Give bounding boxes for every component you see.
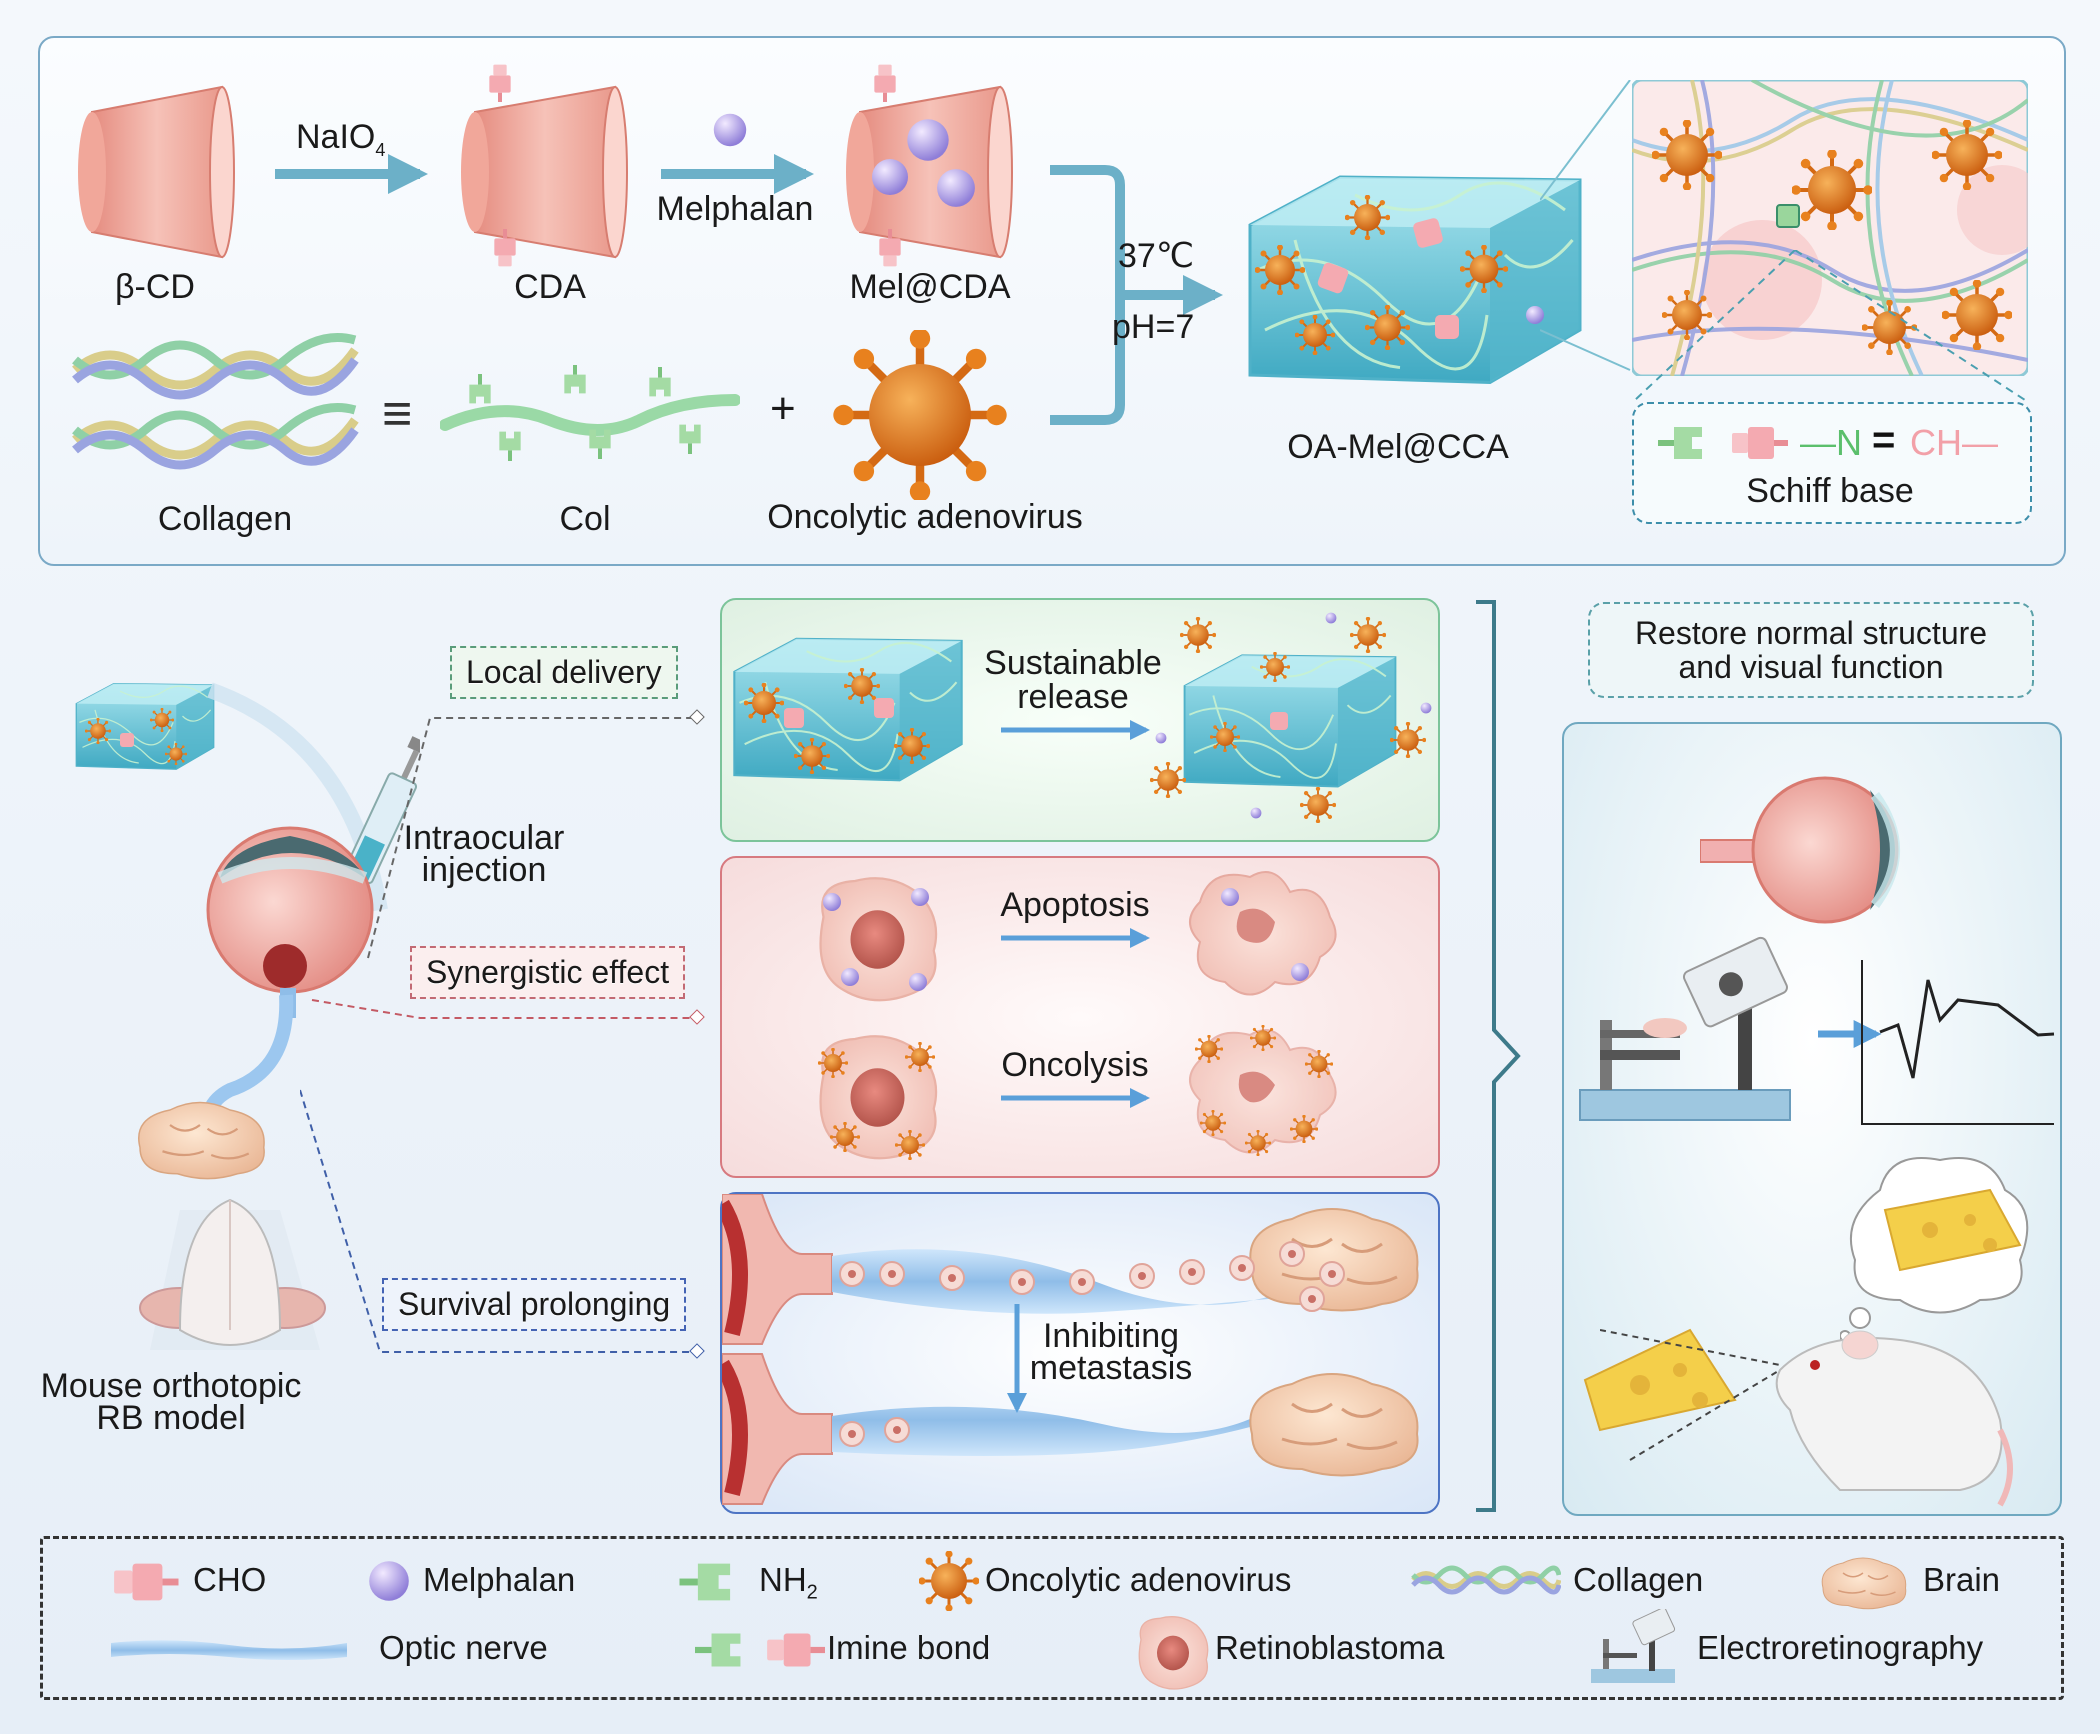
healthy-eye-icon xyxy=(1700,776,1900,924)
oncolytic-adenovirus-icon xyxy=(830,330,1020,500)
local-delivery-label: Local delivery xyxy=(450,646,678,699)
plus-sign: + xyxy=(770,384,796,433)
mouse-model-illustration xyxy=(137,994,326,1350)
small-hydrogel-icon xyxy=(75,682,215,770)
legend: CHO Melphalan NH2 Oncolytic adenovirus C… xyxy=(40,1536,2064,1700)
legend-retinoblastoma-icon xyxy=(1138,1616,1209,1690)
beta-cd-cup-icon xyxy=(78,85,235,259)
apoptosis-arrow xyxy=(1001,928,1150,948)
zoom-guide-lines xyxy=(1540,80,1631,371)
tumor-cell-melphalan-icon xyxy=(819,877,938,1002)
legend-virus-icon xyxy=(919,1551,979,1611)
equivalence-sign: ≡ xyxy=(382,385,413,443)
legend-collagen-label: Collagen xyxy=(1573,1561,1704,1598)
legend-retinoblastoma-label: Retinoblastoma xyxy=(1215,1629,1445,1666)
oa-mel-cca-hydrogel-icon xyxy=(1248,175,1582,384)
apoptosis-label: Apoptosis xyxy=(1000,886,1150,924)
naio4-arrow xyxy=(275,154,428,194)
legend-nh2-icon xyxy=(679,1563,731,1601)
schiff-zoom-lines xyxy=(1634,250,2026,401)
collagen-helix-icon xyxy=(72,333,359,470)
rat-looking-at-cheese xyxy=(1600,1329,2013,1507)
cheese-icon xyxy=(1583,1328,1737,1432)
schiff-ch: CH— xyxy=(1910,422,1998,463)
schiff-double-bond: = xyxy=(1872,418,1896,462)
tumor-cell-virus-icon xyxy=(818,1035,938,1160)
hydrogel-releasing-icon xyxy=(1150,612,1432,823)
legend-erg-icon xyxy=(1591,1609,1676,1683)
legend-melphalan-label: Melphalan xyxy=(423,1561,576,1598)
mel-cda-label: Mel@CDA xyxy=(849,268,1011,306)
melphalan-molecule-icon xyxy=(713,113,747,147)
melphalan-arrow xyxy=(661,154,814,194)
mel-cda-cup-icon xyxy=(846,64,1013,267)
legend-melphalan-icon xyxy=(369,1561,409,1601)
legend-oncolytic-label: Oncolytic adenovirus xyxy=(985,1561,1292,1598)
beta-cd-label: β-CD xyxy=(115,268,195,306)
oa-mel-cca-label: OA-Mel@CCA xyxy=(1287,428,1509,466)
col-chain-icon xyxy=(440,365,740,461)
erg-waveform-chart xyxy=(1861,960,2055,1125)
cda-label: CDA xyxy=(514,268,586,306)
connector-lines xyxy=(300,709,705,1359)
release-arrow xyxy=(1001,720,1150,740)
legend-optic-nerve-icon xyxy=(111,1640,347,1660)
legend-nh2-label: NH2 xyxy=(759,1561,818,1604)
oncolysed-cell-icon xyxy=(1189,1025,1337,1156)
melphalan-label: Melphalan xyxy=(656,190,814,228)
schiff-base-label: Schiff base xyxy=(1746,472,1914,510)
naio4-label: NaIO4 xyxy=(296,118,386,160)
legend-brain-label: Brain xyxy=(1923,1561,2001,1598)
schiff-base-box xyxy=(1632,402,2032,524)
outcome-bracket xyxy=(1476,600,1521,1512)
thought-bubble-cheese xyxy=(1840,1157,2029,1340)
legend-cho-icon xyxy=(114,1563,179,1601)
oncolytic-adenovirus-label: Oncolytic adenovirus xyxy=(767,498,1083,536)
legend-cho-label: CHO xyxy=(193,1561,267,1598)
oncolysis-arrow xyxy=(1001,1088,1150,1108)
oncolysis-label: Oncolysis xyxy=(1001,1046,1149,1084)
erg-arrow xyxy=(1818,1020,1882,1048)
col-label: Col xyxy=(559,500,611,538)
metastasis-illustration xyxy=(722,1194,1420,1505)
collagen-label: Collagen xyxy=(157,500,293,538)
temperature-label: 37℃ xyxy=(1118,237,1195,275)
legend-optic-nerve-label: Optic nerve xyxy=(379,1629,548,1666)
apoptotic-cell-icon xyxy=(1189,871,1337,996)
legend-erg-label: Electroretinography xyxy=(1697,1629,1984,1666)
imine-bond-icon xyxy=(1658,427,1788,459)
legend-imine-label: Imine bond xyxy=(827,1629,991,1666)
schiff-n: —N xyxy=(1800,422,1862,463)
survival-prolonging-label: Survival prolonging xyxy=(382,1278,687,1331)
hydrogel-intact-icon xyxy=(733,637,963,782)
synergistic-effect-label: Synergistic effect xyxy=(410,946,686,999)
cda-cup-icon xyxy=(461,64,628,267)
erg-device-icon xyxy=(1579,936,1791,1121)
reaction-bracket xyxy=(1050,165,1223,425)
ph-label: pH=7 xyxy=(1112,308,1195,346)
legend-imine-bond-icon xyxy=(695,1633,825,1667)
hydrogel-network-zoom xyxy=(1632,80,2028,376)
legend-collagen-icon xyxy=(1411,1565,1561,1595)
legend-brain-icon xyxy=(1821,1557,1907,1610)
